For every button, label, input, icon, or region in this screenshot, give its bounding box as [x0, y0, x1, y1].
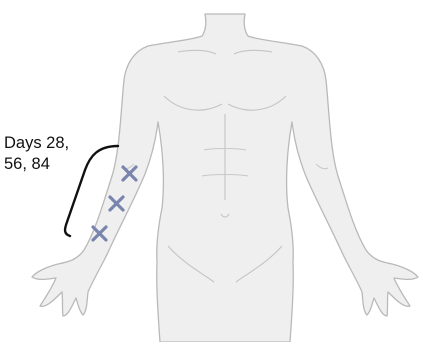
- days-annotation: Days 28, 56, 84: [4, 133, 69, 175]
- human-body-outline: [32, 14, 418, 342]
- annotation-line-2: 56, 84: [4, 154, 69, 175]
- annotation-line-1: Days 28,: [4, 133, 69, 154]
